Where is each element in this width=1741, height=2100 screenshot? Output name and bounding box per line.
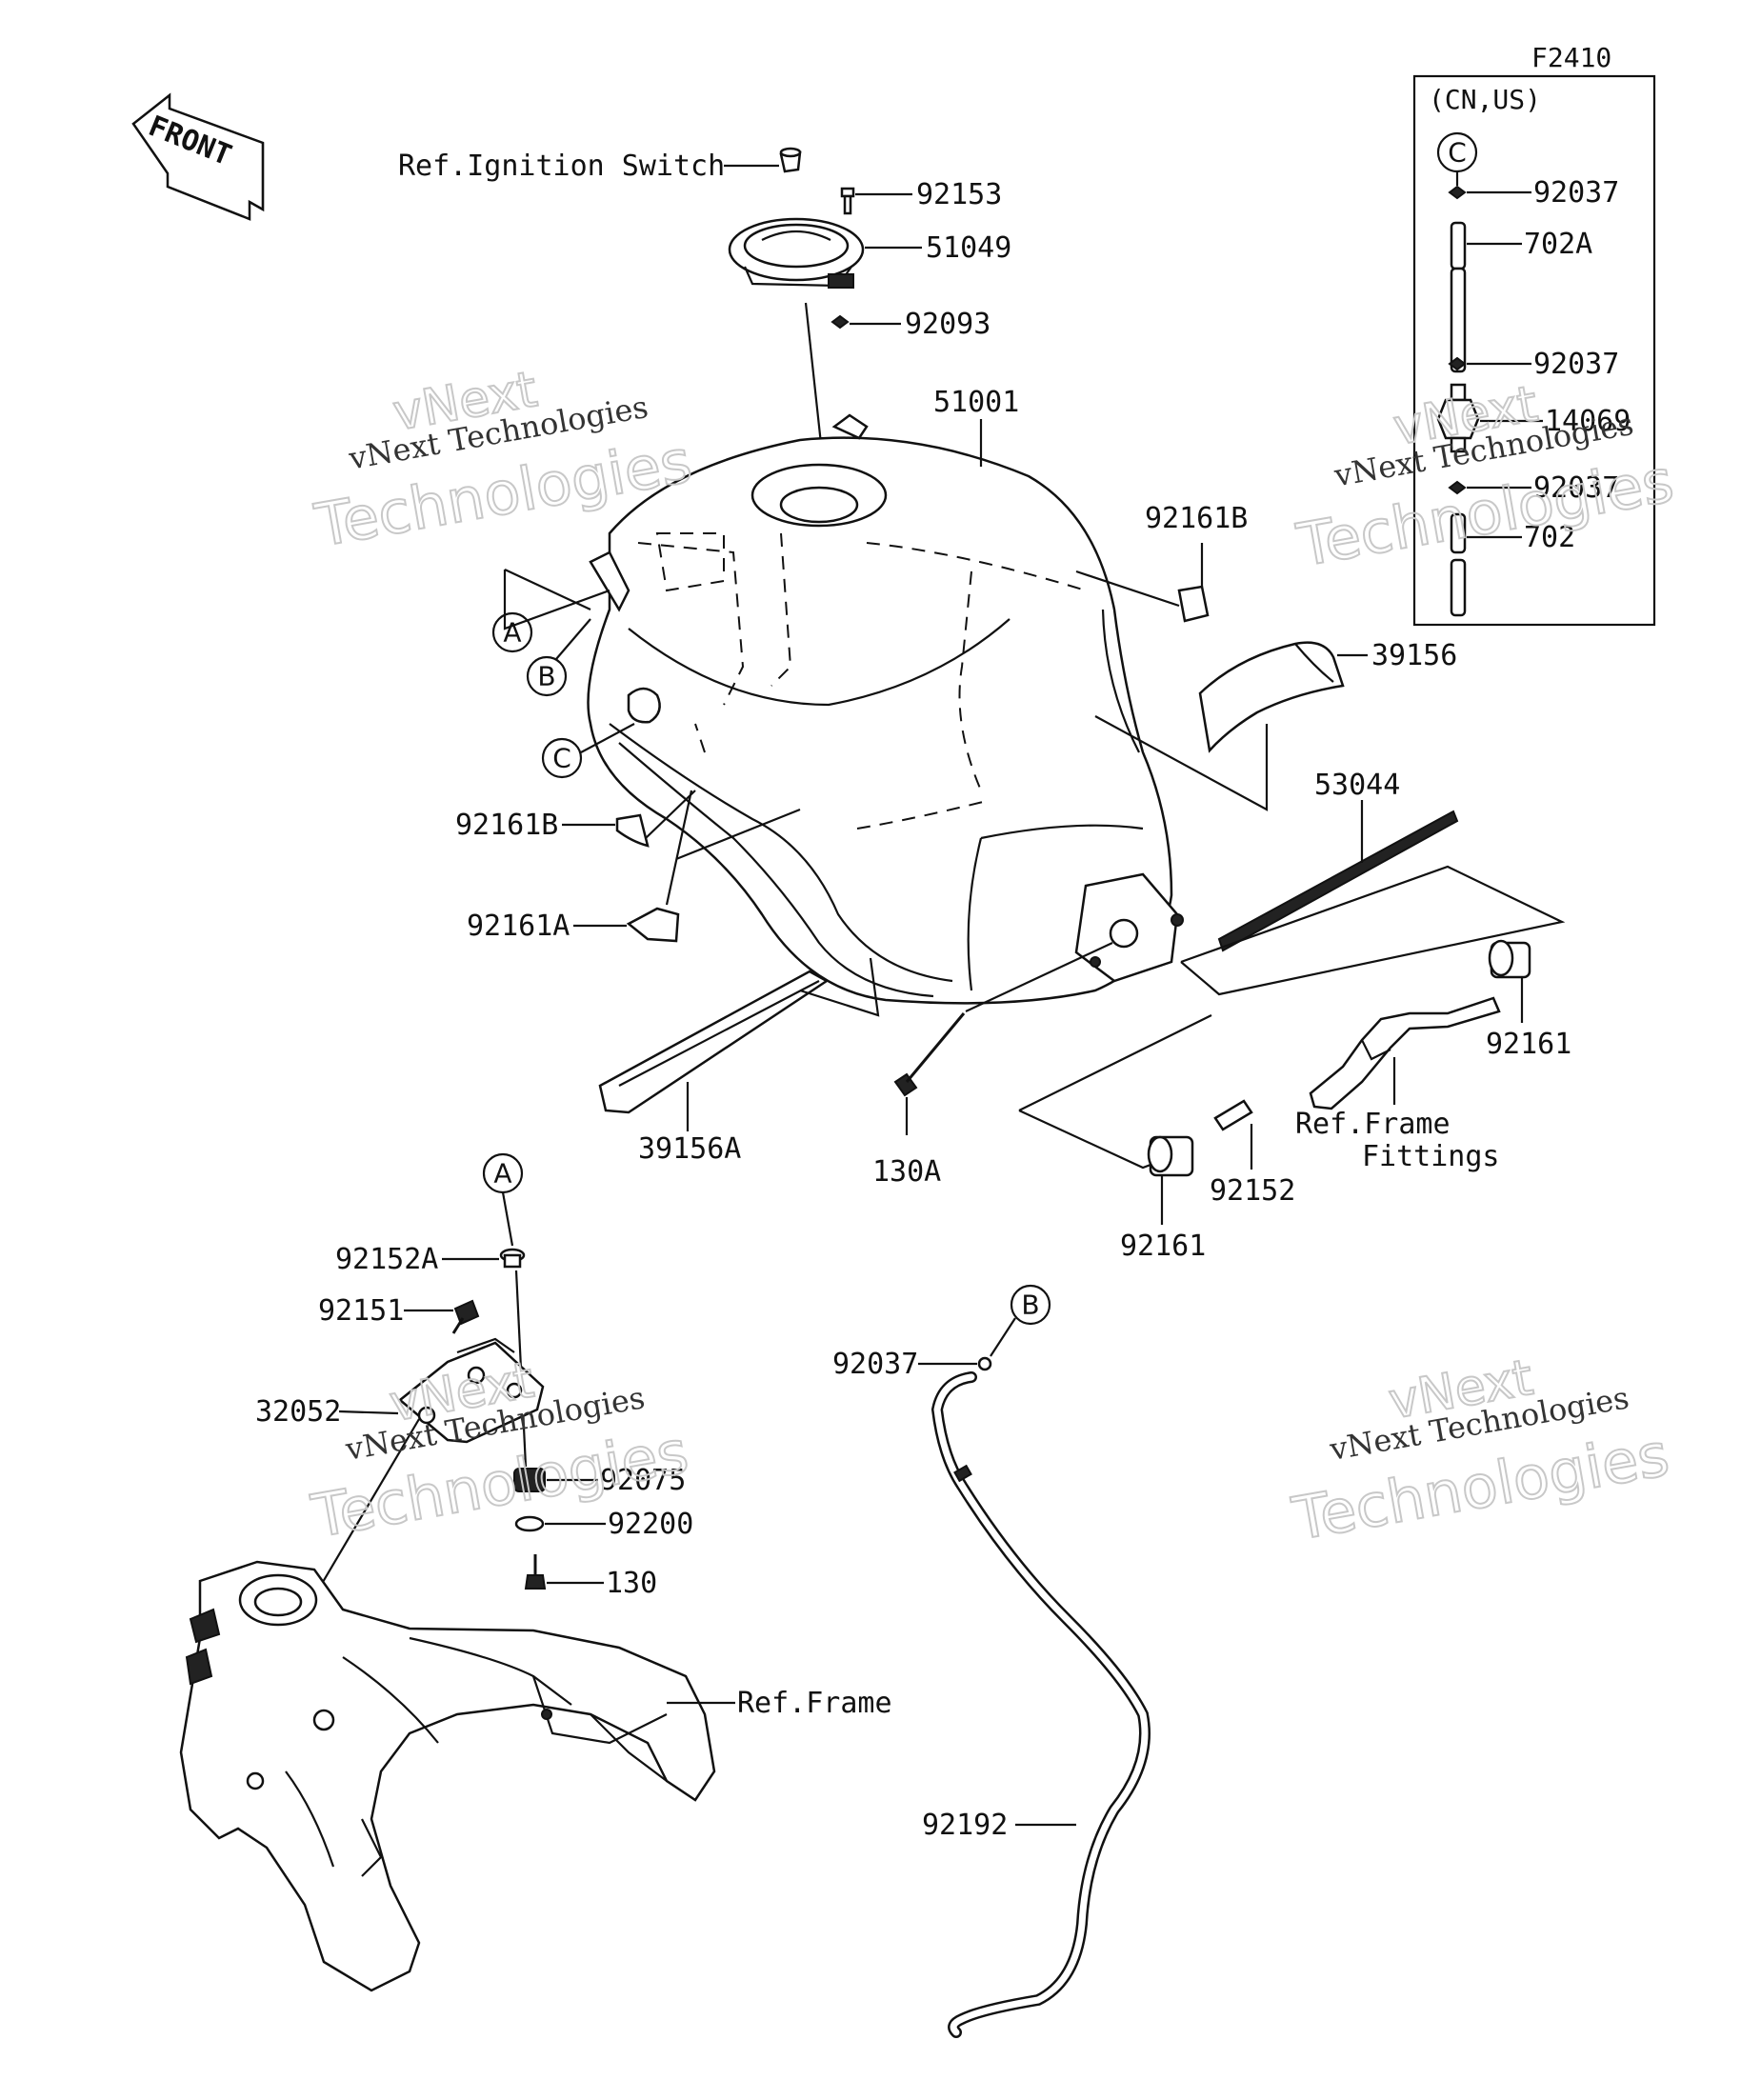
label-39156: 39156 [1371, 639, 1457, 672]
inset-clamp-92037-a [1448, 185, 1467, 200]
callout-c-top-label: C [552, 743, 571, 774]
label-92151: 92151 [318, 1294, 404, 1328]
label-130a: 130A [872, 1155, 941, 1189]
label-92192: 92192 [922, 1809, 1008, 1842]
inset-label-92037-a: 92037 [1533, 176, 1619, 210]
fuel-tank-51001 [587, 413, 1184, 1005]
collar-92152a [499, 1248, 526, 1269]
tank-rear-mount [1074, 872, 1184, 983]
gasket-92093 [830, 314, 850, 330]
inset-hose-702a-bottom [1450, 267, 1467, 373]
pad-92161b-right [1177, 585, 1210, 623]
inset-label-702a: 702A [1524, 228, 1592, 261]
bracket-32052 [398, 1337, 545, 1444]
screw-92153 [840, 187, 855, 215]
inset-hose-702a-top [1450, 221, 1467, 270]
callout-b-bottom [1010, 1284, 1051, 1326]
washer-92200 [514, 1515, 545, 1532]
callout-b-bottom-label: B [1021, 1290, 1039, 1321]
damper-92161-bottom [1147, 1135, 1194, 1177]
label-92153: 92153 [916, 178, 1002, 211]
inset-clamp-92037-c [1448, 480, 1467, 495]
label-92161b-right: 92161B [1145, 502, 1248, 535]
label-92075: 92075 [600, 1464, 686, 1497]
fuel-cap-51049 [728, 217, 865, 289]
inset-callout-c-label: C [1448, 137, 1467, 169]
inset-cn-us: (CN,US) C 92037 702A 92037 14069 92037 7… [1412, 74, 1656, 627]
watermark-top-left: vNext vNext Technologies Technologies [309, 360, 697, 561]
bolt-92151 [451, 1299, 480, 1334]
label-92037-hose: 92037 [832, 1348, 918, 1381]
label-ref-frame-fittings-2: Fittings [1362, 1140, 1500, 1173]
callout-c-top [541, 737, 583, 779]
inset-label-14069: 14069 [1545, 405, 1631, 438]
label-92152a: 92152A [335, 1243, 438, 1276]
inset-filter-14069 [1436, 383, 1480, 453]
watermark-bottom-right: vNext vNext Technologies Technologies [1287, 1349, 1675, 1555]
label-53044: 53044 [1314, 769, 1400, 802]
callout-b-top-label: B [537, 661, 555, 692]
damper-92161-right [1488, 939, 1531, 979]
label-32052: 32052 [255, 1395, 341, 1429]
pad-92161b-left [615, 813, 650, 848]
inset-hose-702-top [1450, 512, 1467, 554]
label-51049: 51049 [926, 231, 1011, 265]
label-39156a: 39156A [638, 1132, 741, 1166]
strip-53044 [1217, 810, 1459, 952]
inset-region: (CN,US) [1429, 84, 1541, 115]
pad-39156 [1198, 641, 1345, 753]
label-ref-ignition-switch: Ref.Ignition Switch [398, 150, 725, 183]
label-92161b-left: 92161B [455, 809, 558, 842]
callout-a-bottom-label: A [493, 1158, 511, 1190]
label-51001: 51001 [933, 386, 1019, 419]
callout-a-top-label: A [503, 617, 521, 649]
inset-label-92037-b: 92037 [1533, 348, 1619, 381]
label-ref-frame: Ref.Frame [737, 1687, 892, 1720]
label-130: 130 [606, 1567, 657, 1600]
frame-ref [179, 1560, 716, 1992]
inset-label-702: 702 [1524, 521, 1575, 554]
front-arrow-icon: FRONT [131, 92, 265, 221]
label-ref-frame-fittings-1: Ref.Frame [1295, 1108, 1451, 1141]
inset-hose-702-bottom [1450, 558, 1467, 617]
callout-b-top [526, 655, 568, 697]
label-92200: 92200 [608, 1508, 693, 1541]
label-92152: 92152 [1210, 1174, 1295, 1208]
label-92093: 92093 [905, 308, 991, 341]
label-92161a: 92161A [467, 910, 570, 943]
label-92161-right: 92161 [1486, 1028, 1571, 1061]
bolt-130a [893, 1012, 966, 1097]
ignition-switch-ref [779, 147, 802, 173]
watermark-top-right: vNext vNext Technologies Technologies [1291, 374, 1679, 581]
bolt-130 [524, 1554, 547, 1590]
inset-clamp-92037-b [1448, 356, 1467, 371]
collar-92152 [1213, 1099, 1253, 1131]
figure-code: F2410 [1531, 42, 1611, 73]
inset-label-92037-c: 92037 [1533, 471, 1619, 505]
clamp-92037-hose [977, 1356, 992, 1371]
pad-39156a [598, 970, 830, 1114]
frame-fittings-ref [1309, 996, 1501, 1110]
damper-92075 [513, 1468, 546, 1492]
callout-a-top [491, 611, 533, 653]
label-92161-bottom: 92161 [1120, 1230, 1206, 1263]
hose-92192 [931, 1371, 1151, 2038]
pad-92161a [626, 907, 680, 943]
